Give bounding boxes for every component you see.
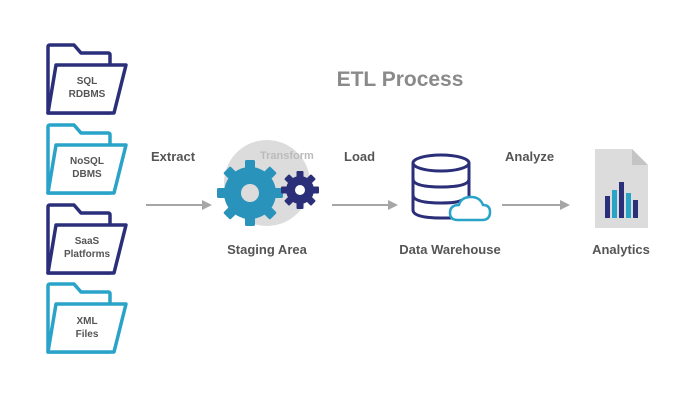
step-analyze: Analyze bbox=[505, 149, 555, 164]
diagram-title: ETL Process bbox=[336, 68, 464, 91]
step-extract: Extract bbox=[151, 149, 196, 164]
database-cloud-icon bbox=[411, 153, 492, 222]
source-label-sql: SQL RDBMS bbox=[68, 76, 106, 100]
node-staging-area: Staging Area bbox=[227, 242, 307, 257]
bar-chart-document-icon bbox=[595, 149, 648, 228]
gears-icon bbox=[217, 140, 319, 226]
step-transform: Transform bbox=[260, 150, 314, 162]
node-data-warehouse: Data Warehouse bbox=[399, 242, 501, 257]
folder-icon bbox=[46, 203, 128, 275]
folder-icon bbox=[46, 43, 128, 115]
step-load: Load bbox=[344, 149, 376, 164]
folder-icon bbox=[46, 282, 128, 354]
source-label-xml: XML Files bbox=[75, 316, 99, 340]
node-analytics: Analytics bbox=[592, 242, 650, 257]
folder-icon bbox=[46, 123, 128, 195]
source-label-saas: SaaS Platforms bbox=[63, 236, 111, 260]
source-label-nosql: NoSQL DBMS bbox=[70, 156, 104, 180]
